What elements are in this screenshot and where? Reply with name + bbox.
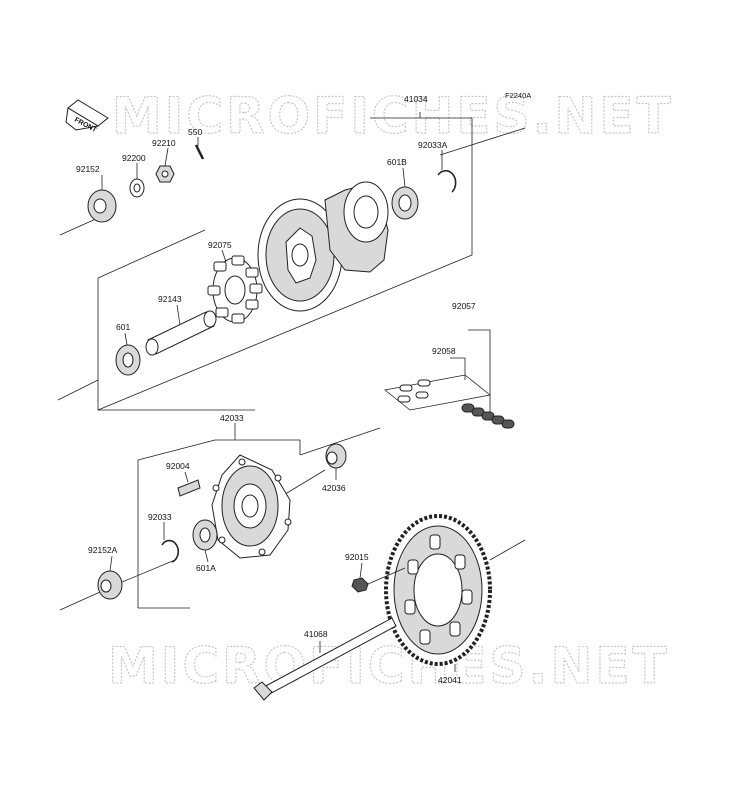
part-labels: 41034 92152 92200 92210 550 601B 92033A … — [76, 94, 476, 685]
label-41034: 41034 — [404, 94, 428, 104]
watermark-top: MICROFICHES.NET — [112, 87, 674, 145]
label-601A: 601A — [196, 563, 216, 573]
front-arrow-icon: FRONT — [65, 99, 109, 134]
label-92152: 92152 — [76, 164, 100, 174]
label-92004: 92004 — [166, 461, 190, 471]
part-42041-sprocket — [384, 514, 526, 672]
label-601: 601 — [116, 322, 130, 332]
label-601B: 601B — [387, 157, 407, 167]
part-92143-spacer — [145, 304, 217, 356]
part-42033-coupling — [211, 454, 292, 559]
assembly-outline-42033 — [59, 423, 381, 611]
reference-code: F2240A — [505, 91, 531, 100]
label-92015: 92015 — [345, 552, 369, 562]
label-92058: 92058 — [432, 346, 456, 356]
part-92210-nut — [155, 147, 175, 183]
assembly-outline-41034 — [57, 112, 526, 411]
label-550: 550 — [188, 127, 202, 137]
label-92075: 92075 — [208, 240, 232, 250]
part-92033-circlip — [161, 522, 180, 563]
label-92200: 92200 — [122, 153, 146, 163]
label-92033A: 92033A — [418, 140, 448, 150]
part-601-bearing — [115, 332, 141, 376]
label-41068: 41068 — [304, 629, 328, 639]
part-92015-nut — [351, 562, 406, 593]
watermark-bottom: MICROFICHES.NET — [108, 637, 670, 695]
part-601A-bearing — [192, 519, 218, 563]
label-42036: 42036 — [322, 483, 346, 493]
part-92200-washer — [129, 163, 145, 198]
part-92152-collar — [87, 175, 117, 223]
part-92152A-collar — [97, 555, 123, 600]
label-92057: 92057 — [452, 301, 476, 311]
label-92033: 92033 — [148, 512, 172, 522]
part-92004-stud — [177, 471, 201, 497]
label-42033: 42033 — [220, 413, 244, 423]
label-92143: 92143 — [158, 294, 182, 304]
label-42041: 42041 — [438, 675, 462, 685]
label-92210: 92210 — [152, 138, 176, 148]
part-92057-chain — [384, 329, 515, 429]
part-92075-damper — [207, 249, 263, 324]
part-41034-hub — [257, 181, 389, 312]
part-42036-collar — [325, 443, 347, 480]
part-41068-axle — [253, 617, 397, 701]
label-92152A: 92152A — [88, 545, 118, 555]
part-550-pin — [194, 137, 205, 160]
part-92033A-circlip — [437, 150, 457, 193]
part-601B-bearing — [391, 167, 419, 220]
